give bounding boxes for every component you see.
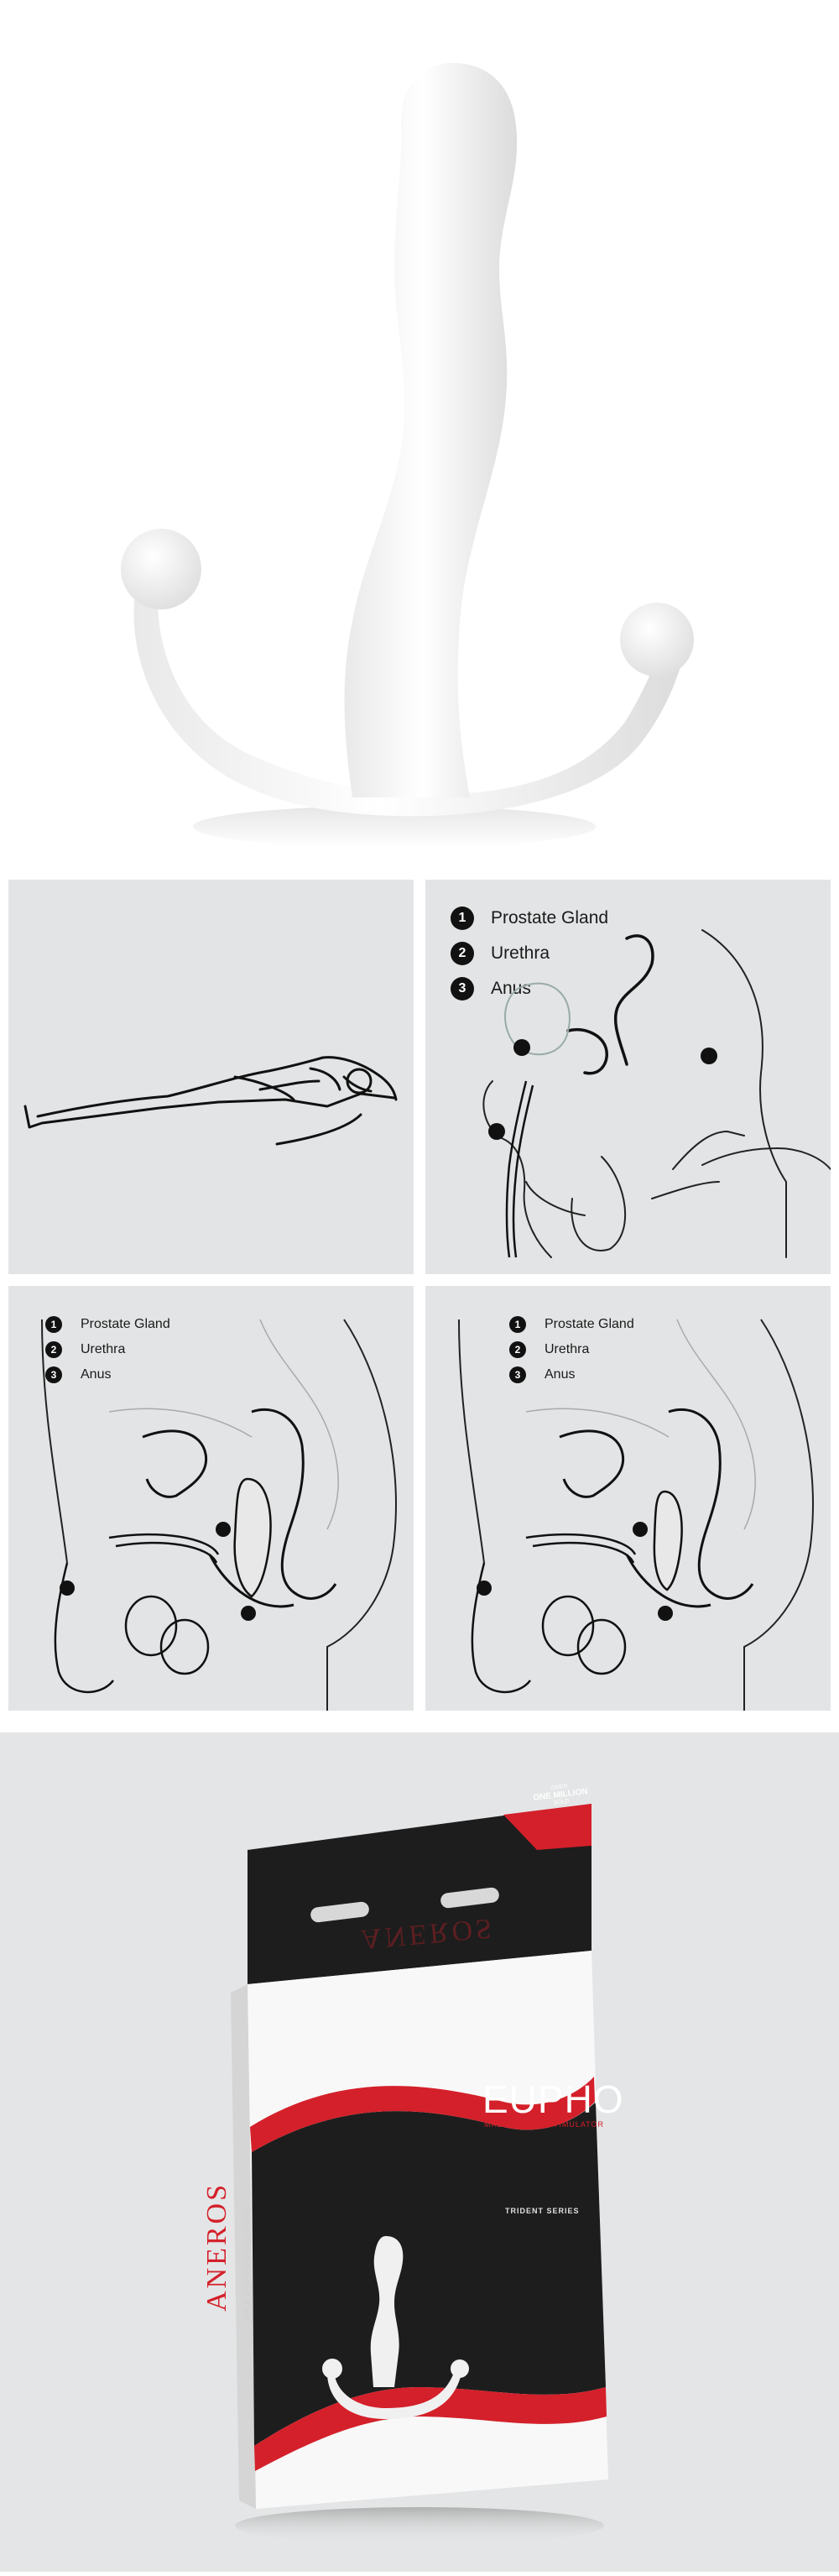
product-subtitle: MALE G-SPOT STIMULATOR bbox=[484, 2120, 605, 2129]
legend-number: 2 bbox=[451, 942, 474, 965]
box-shadow bbox=[235, 2507, 604, 2544]
device-shaft-outline bbox=[233, 1477, 272, 1598]
legend-number: 3 bbox=[509, 1366, 526, 1383]
panel-anatomy-device-1: 1 Prostate Gland 2 Urethra 3 Anus bbox=[8, 1286, 414, 1711]
panel-sleeping-position bbox=[8, 880, 414, 1274]
marker-3 bbox=[658, 1606, 673, 1621]
product-illustration bbox=[121, 63, 694, 848]
legend-number: 1 bbox=[45, 1316, 62, 1333]
product-name: EUPHO bbox=[482, 2077, 624, 2121]
legend-label: Prostate Gland bbox=[81, 1317, 170, 1331]
side-brand-text: ANEROS bbox=[201, 2182, 232, 2312]
box-side bbox=[231, 1984, 256, 2509]
marker-2 bbox=[60, 1581, 75, 1596]
legend: 1 Prostate Gland 2 Urethra 3 Anus bbox=[509, 1316, 634, 1383]
marker-1 bbox=[633, 1522, 648, 1537]
series-label: TRIDENT SERIES bbox=[505, 2207, 580, 2215]
legend-label: Prostate Gland bbox=[491, 908, 609, 927]
legend-label: Anus bbox=[491, 979, 531, 998]
legend-item: 2 Urethra bbox=[45, 1341, 170, 1358]
marker-3 bbox=[701, 1048, 717, 1064]
hero-product-image bbox=[0, 0, 839, 848]
marker-3 bbox=[241, 1606, 256, 1621]
legend-item: 1 Prostate Gland bbox=[451, 907, 608, 930]
product-right-ball bbox=[620, 603, 694, 677]
legend-number: 2 bbox=[509, 1341, 526, 1358]
legend-item: 3 Anus bbox=[451, 977, 608, 1001]
marker-1 bbox=[216, 1522, 231, 1537]
device-shaft-outline bbox=[653, 1490, 683, 1591]
box-product-image bbox=[322, 2236, 469, 2419]
panel-anatomy-finger: 1 Prostate Gland 2 Urethra 3 Anus bbox=[425, 880, 831, 1274]
legend-item: 1 Prostate Gland bbox=[45, 1316, 170, 1333]
anatomy-device-illustration bbox=[458, 1319, 814, 1711]
legend-label: Prostate Gland bbox=[545, 1317, 634, 1331]
legend-item: 2 Urethra bbox=[451, 942, 608, 965]
marker-2 bbox=[477, 1581, 492, 1596]
box-red-wave-top bbox=[250, 2077, 595, 2152]
legend-number: 3 bbox=[45, 1366, 62, 1383]
package-box bbox=[231, 1804, 608, 2544]
hang-slot-right bbox=[440, 1887, 499, 1909]
legend-item: 2 Urethra bbox=[509, 1341, 634, 1358]
product-shaft bbox=[344, 63, 518, 797]
marker-1 bbox=[513, 1039, 530, 1056]
sold-badge bbox=[503, 1804, 591, 1850]
legend-number: 2 bbox=[45, 1341, 62, 1358]
sleeping-figure-illustration bbox=[23, 1056, 398, 1146]
legend-label: Urethra bbox=[81, 1342, 126, 1356]
marker-2 bbox=[488, 1123, 505, 1140]
box-red-wave-bottom bbox=[254, 2387, 607, 2471]
package-section: OVER ONE MILLION SOLD ANEROS EUPHO MALE … bbox=[0, 1732, 839, 2572]
legend-item: 3 Anus bbox=[45, 1366, 170, 1383]
legend-label: Anus bbox=[81, 1367, 112, 1382]
side-brand-subtitle: MALE G-SPOT STIMULATORS bbox=[243, 2206, 251, 2320]
box-header bbox=[248, 1804, 591, 1984]
box-dark-band bbox=[252, 2102, 606, 2446]
legend-item: 1 Prostate Gland bbox=[509, 1316, 634, 1333]
legend-label: Anus bbox=[545, 1367, 576, 1382]
legend: 1 Prostate Gland 2 Urethra 3 Anus bbox=[451, 907, 608, 1001]
anatomy-device-illustration bbox=[41, 1319, 397, 1711]
legend-number: 1 bbox=[509, 1316, 526, 1333]
product-reflection bbox=[193, 806, 596, 848]
legend-number: 3 bbox=[451, 977, 474, 1001]
anatomy-finger-illustration bbox=[482, 929, 831, 1258]
product-left-ball bbox=[121, 529, 201, 609]
legend-item: 3 Anus bbox=[509, 1366, 634, 1383]
panel-anatomy-device-2: 1 Prostate Gland 2 Urethra 3 Anus bbox=[425, 1286, 831, 1711]
legend-number: 1 bbox=[451, 907, 474, 930]
hang-slot-left bbox=[310, 1901, 369, 1923]
legend: 1 Prostate Gland 2 Urethra 3 Anus bbox=[45, 1316, 170, 1383]
legend-label: Urethra bbox=[545, 1342, 590, 1356]
legend-label: Urethra bbox=[491, 943, 550, 963]
